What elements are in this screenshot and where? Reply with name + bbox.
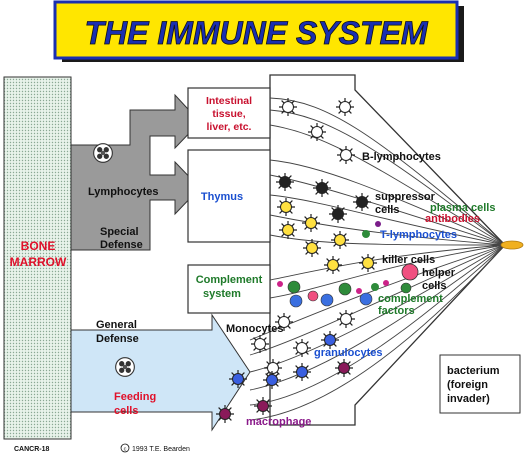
helper-cells-label-2: cells <box>422 280 446 292</box>
bacterium: bacterium (foreign invader) <box>439 240 524 414</box>
title-banner: THE IMMUNE SYSTEM <box>53 0 464 62</box>
t-cell <box>302 238 322 258</box>
granulocyte <box>292 362 312 382</box>
plasma-cell <box>362 230 370 238</box>
b-cell <box>336 145 356 165</box>
helper-cell <box>401 263 419 281</box>
macrophage-cell <box>334 358 354 378</box>
bone-marrow-column: BONE MARROW <box>3 76 72 440</box>
lymphocyte-cell <box>93 143 113 163</box>
complement-factors-label-1: complement <box>378 293 443 305</box>
complement-label-1: Complement <box>196 274 263 286</box>
special-defense-label-1: Special <box>100 226 139 238</box>
complement-box: Complement system <box>187 264 271 314</box>
cells <box>93 97 419 424</box>
antibody <box>375 221 381 227</box>
footer-copyright: 1993 T.E. Bearden <box>132 446 190 453</box>
monocytes-label: Monocytes <box>226 323 283 335</box>
general-defense-arrow <box>70 313 251 432</box>
bone-marrow-label-line2: MARROW <box>10 255 67 269</box>
suppressor-cell <box>275 172 295 192</box>
copyright: c 1993 T.E. Bearden <box>120 443 190 453</box>
macrophage-cell <box>215 404 235 424</box>
suppressor-label-1: suppressor <box>375 191 436 203</box>
b-cell <box>278 97 298 117</box>
page-title: THE IMMUNE SYSTEM <box>84 15 428 51</box>
killer-cells-label: killer cells <box>382 254 435 266</box>
t-cell <box>330 230 350 250</box>
bone-marrow-label-line1: BONE <box>21 239 56 253</box>
svg-text:c: c <box>124 447 127 453</box>
helper-cells-label-1: helper <box>422 267 456 279</box>
special-defense-arrow <box>70 93 201 251</box>
suppressor-label-2: cells <box>375 204 399 216</box>
feeding-cell <box>115 357 135 377</box>
suppressor-cell <box>352 192 372 212</box>
intestinal-label-2: tissue, <box>212 108 245 120</box>
macrophage-label: macrophage <box>246 416 311 428</box>
general-defense-label-1: General <box>96 319 137 331</box>
t-lymphocytes-label: T-lymphocytes <box>380 229 457 241</box>
monocyte <box>292 338 312 358</box>
lymphocytes-label: Lymphocytes <box>88 186 159 198</box>
suppressor-cell <box>328 204 348 224</box>
bacterium-label-1: bacterium <box>447 365 500 377</box>
monocyte <box>336 309 356 329</box>
bacterium-label-3: invader) <box>447 393 490 405</box>
granulocytes-label: granulocytes <box>314 347 382 359</box>
t-cell <box>301 213 321 233</box>
plasma-cells-label: plasma cells <box>430 202 495 214</box>
granulocyte <box>262 370 282 390</box>
special-defense-label-2: Defense <box>100 239 143 251</box>
general-defense-label-2: Defense <box>96 333 139 345</box>
b-cell <box>307 122 327 142</box>
feeding-cells-label-1: Feeding <box>114 391 156 403</box>
t-cell <box>278 220 298 240</box>
complement-label-2: system <box>203 288 241 300</box>
granulocyte <box>228 369 248 389</box>
thymus-box: Thymus <box>187 149 271 243</box>
killer-cell <box>323 255 343 275</box>
killer-cell <box>358 253 378 273</box>
b-cell <box>335 97 355 117</box>
b-lymphocytes-label: B-lymphocytes <box>362 151 441 163</box>
t-cell <box>276 197 296 217</box>
feeding-cells-label-2: cells <box>114 405 138 417</box>
suppressor-cell <box>312 178 332 198</box>
thymus-label: Thymus <box>201 191 243 203</box>
bacterium-label-2: (foreign <box>447 379 488 391</box>
footer-code: CANCR-18 <box>14 446 50 453</box>
intestinal-box: Intestinal tissue, liver, etc. <box>187 87 271 139</box>
intestinal-label-1: Intestinal <box>206 95 252 107</box>
macrophage-cell <box>253 396 273 416</box>
intestinal-label-3: liver, etc. <box>207 121 252 133</box>
antibodies-label: antibodies <box>425 213 480 225</box>
monocyte <box>250 334 270 354</box>
complement-factors-label-2: factors <box>378 305 415 317</box>
